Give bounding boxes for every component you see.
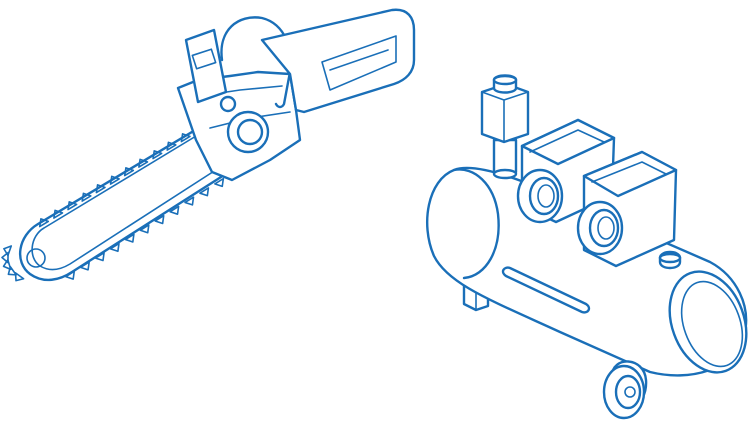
chain-tooth — [139, 224, 150, 234]
chain-tooth — [79, 261, 90, 271]
chain-tooth — [214, 177, 225, 188]
compressor-pulley-front — [576, 200, 624, 256]
chain-tooth — [7, 265, 17, 276]
chain-tooth — [169, 205, 180, 215]
chain-tooth — [109, 175, 120, 185]
chain-tooth — [38, 218, 50, 228]
chain-tooth — [124, 233, 135, 243]
chain-tooth — [123, 167, 135, 177]
compressor-cap — [658, 250, 682, 270]
chain-tooth — [3, 245, 13, 257]
chain-tooth — [2, 258, 12, 271]
chain-tooth — [53, 209, 64, 219]
compressor-valve — [480, 74, 530, 180]
chain-tooth — [109, 242, 120, 253]
chainsaw-bolt — [219, 95, 237, 113]
compressor-wheel — [602, 360, 648, 420]
air-compressor-icon — [426, 74, 748, 420]
chain-tooth — [94, 252, 105, 262]
chainsaw-starter-pulley — [226, 110, 270, 154]
chain-tooth — [184, 196, 195, 206]
chainsaw-hand-guard — [184, 28, 228, 104]
chain-tooth — [152, 150, 163, 160]
chain-tooth — [14, 272, 25, 282]
chain-tooth — [154, 214, 165, 225]
chainsaw-icon — [1, 8, 416, 282]
chainsaw-rear-handle — [260, 8, 416, 114]
chain-tooth — [180, 133, 191, 143]
compressor-pulley-back — [516, 168, 564, 224]
chain-tooth — [1, 251, 9, 264]
chain-tooth — [95, 184, 106, 194]
chain-tooth — [199, 187, 210, 197]
chain-tooth — [81, 192, 92, 202]
chain-tooth — [166, 141, 177, 151]
compressor-tank — [426, 166, 748, 377]
chain-tooth — [67, 201, 78, 211]
chain-tooth — [138, 158, 149, 168]
chain-tooth — [64, 270, 76, 280]
